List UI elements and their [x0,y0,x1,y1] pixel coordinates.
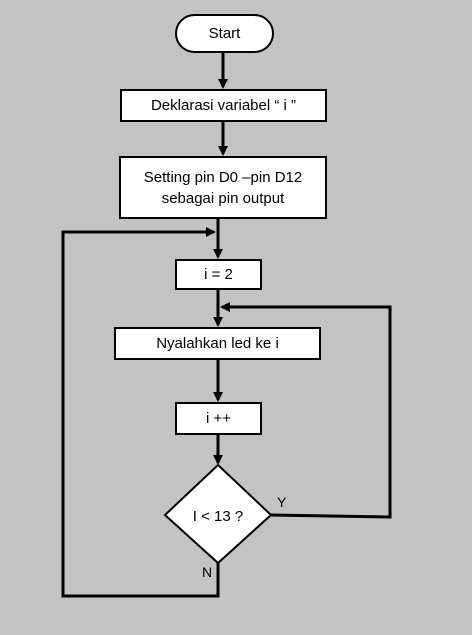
no-label: N [202,564,213,580]
declare-variable-label: Deklarasi variabel “ i ” [150,97,297,114]
loop-yes-path [220,302,392,519]
declare-variable-box: Deklarasi variabel “ i ” [120,89,327,122]
increment-box: i ++ [175,402,262,435]
led-on-label: Nyalahkan led ke i [156,335,279,352]
setting-pins-box: Setting pin D0 –pin D12 sebagai pin outp… [119,156,327,219]
led-on-box: Nyalahkan led ke i [114,327,321,360]
yes-label: Y [277,494,287,510]
decision-diamond [163,463,273,565]
init-label: i = 2 [204,266,233,283]
increment-label: i ++ [205,410,232,427]
decision-label: I < 13 ? [192,507,244,525]
start-terminal: Start [175,14,274,53]
setting-pins-label: Setting pin D0 –pin D12 sebagai pin outp… [143,168,303,207]
loop-no-path [61,227,220,598]
start-label: Start [208,25,241,42]
init-box: i = 2 [175,259,262,290]
